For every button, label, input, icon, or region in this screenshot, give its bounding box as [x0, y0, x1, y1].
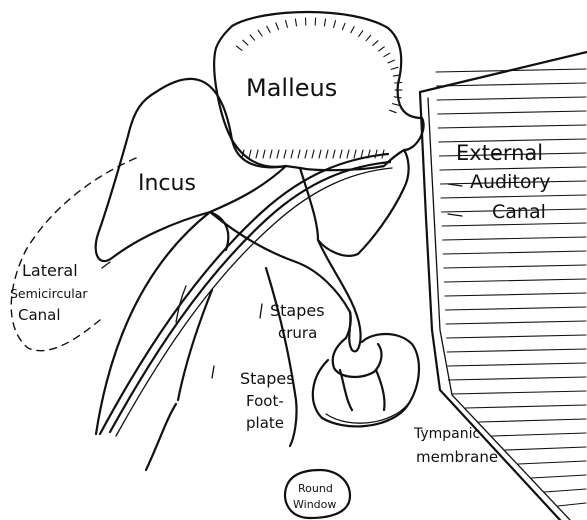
canal-hatch-line — [446, 307, 587, 310]
malleus-hatch-line — [258, 30, 262, 36]
malleus-hatch-line — [324, 19, 325, 26]
label-external-line2: Auditory — [470, 171, 551, 193]
canal-hatch-line — [441, 195, 586, 198]
malleus-hatch-line — [351, 27, 354, 33]
canal-hatch-line — [531, 475, 586, 478]
label-stapes-crura-line1: Stapes — [270, 301, 325, 320]
canal-hatch-line — [447, 349, 586, 352]
malleus-hatch-line — [249, 150, 251, 158]
malleus-hatch-line — [298, 150, 300, 158]
malleus-hatch-line — [319, 150, 321, 158]
malleus-shape — [214, 12, 423, 256]
canal-hatch-line — [447, 335, 586, 338]
malleus-hatch-line — [236, 46, 242, 50]
malleus-hatch-line — [395, 82, 402, 83]
malleus-hatch-line — [276, 23, 279, 30]
malleus-hatch-line — [267, 26, 270, 32]
canal-hatch-line — [438, 125, 586, 128]
label-lateral-line1: Lateral — [22, 261, 78, 280]
malleus-hatch-line — [388, 60, 394, 63]
malleus-hatch-line — [347, 150, 349, 158]
malleus-hatch-line — [384, 53, 390, 57]
malleus-hatch-line — [243, 40, 248, 45]
malleus-hatch-line — [263, 150, 265, 158]
label-lateral-line3: Canal — [18, 306, 61, 324]
malleus-hatch-line — [373, 41, 378, 46]
label-incus: Incus — [138, 171, 196, 196]
label-footplate-line2: Foot- — [246, 392, 284, 410]
canal-hatch-line — [440, 167, 586, 170]
canal-hatch-line — [448, 363, 586, 366]
malleus-hatch-line — [326, 150, 328, 158]
malleus-hatch-line — [250, 35, 255, 40]
malleus-hatch-line — [277, 150, 279, 158]
label-footplate-line1: Stapes — [240, 369, 295, 388]
canal-hatch-line — [558, 503, 586, 506]
canal-hatch-line — [438, 111, 586, 114]
canal-hatch-line — [446, 321, 586, 324]
malleus-hatch-line — [286, 21, 288, 28]
malleus-hatch-line — [354, 150, 356, 158]
canal-hatch-line — [492, 433, 586, 436]
malleus-hatch-line — [391, 67, 398, 69]
label-round-line1: Round — [298, 482, 333, 495]
canal-hatch-line — [479, 419, 586, 422]
malleus-hatch-line — [284, 150, 286, 158]
malleus-hatch-line — [361, 150, 363, 158]
label-round-line2: Window — [293, 498, 336, 511]
malleus-hatch-line — [379, 47, 385, 51]
malleus-hatch-line — [340, 150, 342, 158]
malleus-hatch-line — [390, 110, 397, 113]
canal-hatch-line — [443, 251, 586, 254]
malleus-hatch-line — [394, 97, 401, 98]
canal-hatch-line — [518, 461, 586, 464]
canal-hatch-line — [448, 377, 586, 380]
malleus-hatch-line — [342, 23, 345, 29]
canal-hatch-line — [444, 279, 586, 282]
malleus-hatch-line — [312, 150, 314, 158]
label-lateral-line2: Semicircular — [10, 286, 88, 301]
label-stapes-crura-line2: crura — [278, 324, 317, 342]
label-external-line1: External — [456, 141, 543, 165]
malleus-hatch-line — [295, 19, 296, 26]
canal-hatch-line — [445, 293, 586, 296]
malleus-hatch-line — [366, 35, 371, 40]
label-tympanic-line1: Tympanic — [413, 426, 480, 442]
label-external-line3: Canal — [492, 201, 546, 223]
label-footplate-line3: plate — [246, 414, 284, 432]
canal-hatch-line — [442, 223, 586, 226]
malleus-hatch-line — [375, 150, 377, 158]
canal-hatch-line — [453, 391, 587, 394]
canal-hatch-line — [443, 237, 586, 240]
label-tympanic-line2: membrane — [416, 448, 498, 466]
malleus-hatch-line — [291, 150, 293, 158]
malleus-hatch-line — [256, 150, 258, 158]
stapes-shape — [313, 312, 419, 426]
malleus-hatch-line — [333, 150, 335, 158]
malleus-hatch-line — [392, 104, 399, 106]
malleus-hatch-line — [359, 31, 363, 37]
canal-hatch-line — [505, 447, 586, 450]
canal-hatch-line — [444, 265, 586, 268]
canal-hatch-line — [545, 489, 586, 492]
label-malleus: Malleus — [246, 74, 337, 102]
malleus-hatch-line — [334, 21, 336, 28]
malleus-hatch-line — [270, 150, 272, 158]
malleus-hatch-line — [305, 150, 307, 158]
canal-hatch-line — [437, 97, 586, 100]
labels: Malleus Incus External Auditory Canal La… — [10, 74, 551, 511]
canal-hatch-line — [466, 405, 586, 408]
